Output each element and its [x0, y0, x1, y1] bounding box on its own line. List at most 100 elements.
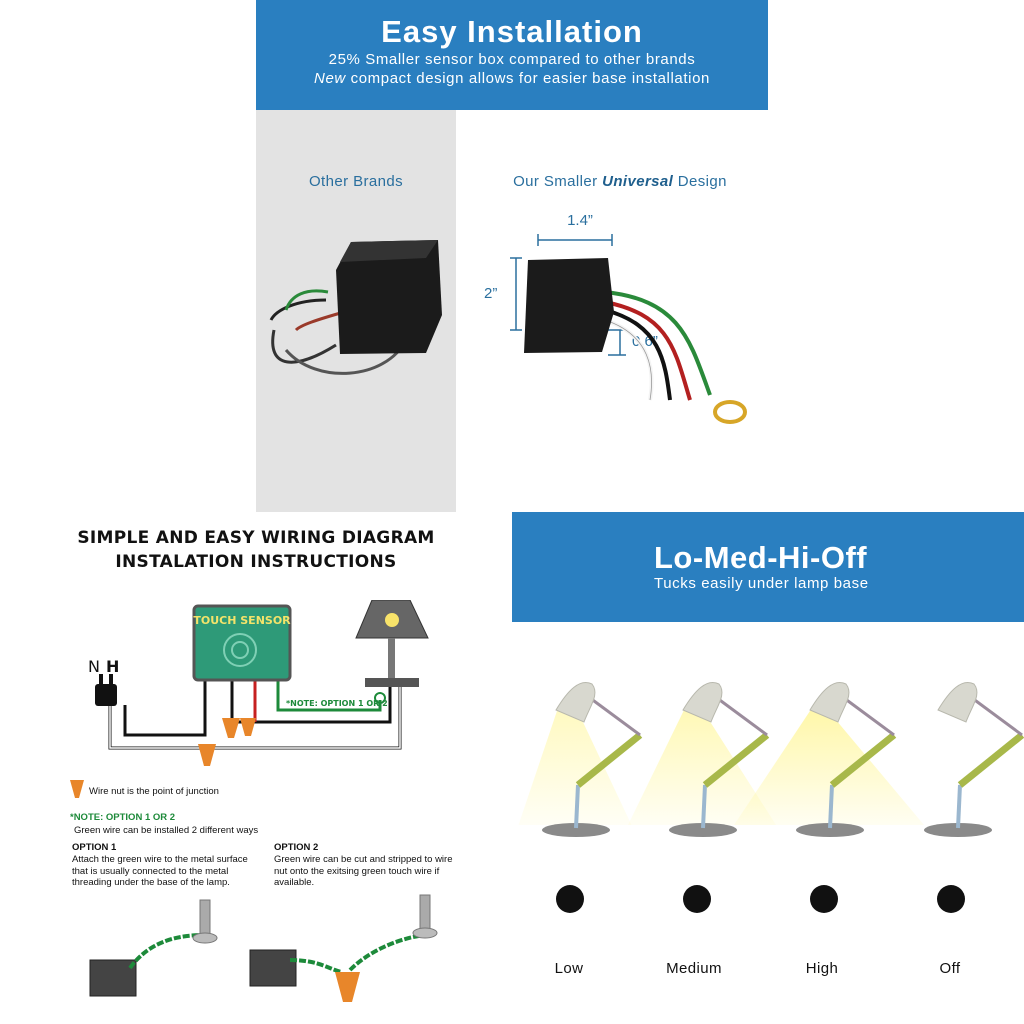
- option2-green-wire-a: [289, 958, 343, 974]
- hot-label: H: [106, 657, 119, 676]
- medium-lamp-lower-post: [701, 784, 707, 829]
- lamp-illustrations: [518, 682, 1024, 837]
- hot-wire: [123, 680, 207, 737]
- high-lamp-base: [796, 823, 864, 837]
- neutral-wire-inner: [109, 684, 401, 749]
- option-note-inline: *NOTE: OPTION 1 OR 2: [286, 699, 388, 708]
- install-line-1: 25% Smaller sensor box compared to other…: [328, 51, 696, 68]
- low-lamp-base: [542, 823, 610, 837]
- low-light-cone: [518, 708, 632, 825]
- height-dimension-label: 2”: [484, 285, 498, 302]
- off-lamp-upper-arm: [971, 696, 1023, 737]
- off-lamp-lower-post: [956, 784, 962, 829]
- high-lamp-upper-arm: [843, 696, 895, 737]
- install-line-2-rest: compact design allows for easier base in…: [345, 70, 710, 87]
- lamp-base-icon: [365, 678, 419, 687]
- other-box-top: [340, 240, 438, 262]
- touch-sensor-label: TOUCH SENSOR: [193, 614, 291, 627]
- option2-green-wire-b: [348, 933, 426, 972]
- low-lamp-upper-arm: [589, 696, 641, 737]
- wiring-heading: SIMPLE AND EASY WIRING DIAGRAM INSTALATI…: [0, 526, 512, 574]
- width-dimension-label: 1.4”: [567, 212, 593, 229]
- off-lamp-lower-arm: [957, 732, 1024, 788]
- medium-lamp-upper-arm: [716, 696, 768, 737]
- install-line-2: New compact design allows for easier bas…: [256, 69, 768, 88]
- medium-lamp-lower-arm: [702, 732, 770, 788]
- touch-sensor-emblem: [223, 633, 257, 667]
- option2-text: Green wire can be cut and stripped to wi…: [274, 854, 453, 888]
- medium-check-icon: [683, 885, 711, 913]
- high-lamp-shade: [809, 682, 850, 723]
- option2-sensor-box: [249, 949, 297, 987]
- our-box-body: [524, 258, 614, 353]
- our-design-caption: Our Smaller Universal Design: [470, 173, 770, 190]
- level-label-high: High: [805, 960, 839, 977]
- green-wire: [276, 680, 382, 712]
- off-check-icon: [937, 885, 965, 913]
- our-wire-black: [604, 308, 672, 401]
- option2-wire-nut: [335, 972, 360, 1002]
- low-lamp-lower-arm: [575, 732, 643, 788]
- lamp-stem-icon: [388, 638, 395, 678]
- wire-nut-legend-shape: [70, 780, 84, 798]
- levels-title: Lo-Med-Hi-Off: [654, 540, 868, 575]
- option1-title: OPTION 1: [72, 842, 117, 853]
- wire-nut-legend-icon: [70, 780, 84, 798]
- option1-nut: [192, 932, 218, 944]
- low-check-icon: [556, 885, 584, 913]
- high-light-cone: [734, 708, 924, 825]
- low-lamp-lower-post: [574, 784, 580, 829]
- level-label-medium: Medium: [666, 960, 722, 977]
- neutral-label: N: [88, 657, 100, 676]
- green-wire-options-illustration: [89, 894, 438, 1002]
- levels-subtitle: Tucks easily under lamp base: [654, 575, 869, 592]
- other-wire-brown: [294, 310, 345, 332]
- our-wire-red: [604, 300, 692, 401]
- our-design-bold: Universal: [602, 173, 674, 190]
- install-line-2-italic: New: [314, 70, 346, 87]
- level-label-low: Low: [554, 960, 584, 977]
- easy-installation-banner: Easy Installation 25% Smaller sensor box…: [256, 0, 768, 110]
- medium-lamp-shade: [682, 682, 723, 723]
- our-design-suffix: Design: [673, 173, 727, 190]
- option2-title: OPTION 2: [274, 842, 319, 853]
- levels-banner: Lo-Med-Hi-Off Tucks easily under lamp ba…: [512, 512, 1024, 622]
- our-wire-green: [604, 290, 712, 396]
- touch-sensor-emblem-inner: [231, 641, 249, 659]
- high-lamp-lower-post: [828, 784, 834, 829]
- other-box-body: [336, 240, 442, 354]
- our-sensor-box: [510, 234, 747, 424]
- high-check-icon: [810, 885, 838, 913]
- note-text: Green wire can be installed 2 different …: [74, 825, 259, 836]
- plug-prong-left: [99, 674, 103, 686]
- other-wire-green: [284, 289, 329, 311]
- off-lamp-shade: [937, 682, 978, 723]
- other-brands-caption: Other Brands: [308, 173, 403, 190]
- other-wire-black: [269, 298, 327, 321]
- level-label-off: Off: [939, 960, 961, 977]
- option1-sensor-box: [89, 959, 137, 997]
- medium-lamp-base: [669, 823, 737, 837]
- our-wire-white-outline: [604, 319, 652, 401]
- wire-nut-1: [222, 718, 240, 738]
- off-lamp-base: [924, 823, 992, 837]
- wiring-diagram: TOUCH SENSOR N H *NOTE: OPTION 1 OR 2: [88, 600, 429, 766]
- medium-light-cone: [628, 708, 776, 825]
- low-lamp-shade: [555, 682, 596, 723]
- wiring-heading-line-1: SIMPLE AND EASY WIRING DIAGRAM: [77, 528, 435, 548]
- plug-prong-right: [109, 674, 113, 686]
- wiring-heading-line-2: INSTALATION INSTRUCTIONS: [115, 552, 397, 572]
- option1-text: Attach the green wire to the metal surfa…: [72, 854, 248, 888]
- grounding-ring: [713, 400, 747, 424]
- wire-nut-legend-text: Wire nut is the point of junction: [89, 786, 219, 797]
- lamp-wire: [230, 680, 392, 724]
- note-title: *NOTE: OPTION 1 OR 2: [70, 812, 176, 823]
- lamp-bulb-icon: [385, 613, 399, 627]
- lamp-group: [518, 682, 1024, 837]
- wire-nut-3: [198, 744, 216, 766]
- high-lamp-lower-arm: [829, 732, 897, 788]
- other-brand-sensor-box: [269, 240, 442, 375]
- wire-nut-2: [240, 718, 256, 736]
- option2-nut: [412, 927, 438, 939]
- plug-icon: [95, 684, 117, 706]
